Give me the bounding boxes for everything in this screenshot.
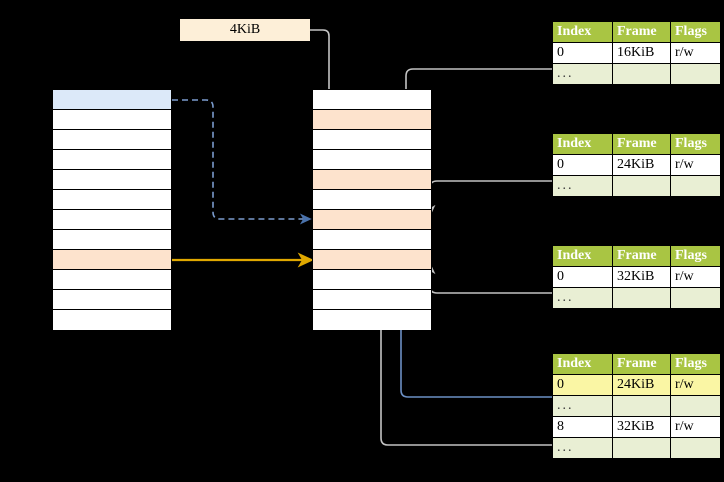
cell-flags [670, 63, 721, 85]
physical-memory-column-row-11 [313, 310, 431, 330]
virtual-address-space-column-row-9 [53, 270, 171, 290]
cell-flags: r/w [670, 42, 721, 64]
physical-memory-column [312, 89, 432, 330]
label-4kib: 4KiB [180, 19, 310, 41]
virtual-address-space-column-row-4 [53, 170, 171, 190]
cell-frame: 24KiB [612, 154, 671, 176]
column-header-index: Index [552, 133, 613, 155]
column-header-flags: Flags [670, 245, 721, 267]
cell-frame: 24KiB [612, 374, 671, 396]
wire-page-table-3-to-physical [424, 262, 552, 294]
virtual-address-space-column-row-5 [53, 190, 171, 210]
cell-frame [612, 437, 671, 459]
column-header-frame: Frame [612, 245, 671, 267]
virtual-address-space-column-row-10 [53, 290, 171, 310]
column-header-index: Index [552, 245, 613, 267]
cell-index: ... [552, 287, 613, 309]
virtual-address-space-column-row-6 [53, 210, 171, 230]
physical-memory-column-row-8 [313, 250, 431, 270]
physical-memory-column-row-4 [313, 170, 431, 190]
cell-index: ... [552, 395, 613, 417]
table-row-ellipsis: ... [552, 63, 721, 85]
column-header-index: Index [552, 21, 613, 43]
physical-memory-column-row-2 [313, 130, 431, 150]
column-header-flags: Flags [670, 133, 721, 155]
cell-index: ... [552, 437, 613, 459]
column-header-frame: Frame [612, 21, 671, 43]
cell-index: ... [552, 63, 613, 85]
physical-memory-column-row-7 [313, 230, 431, 250]
cell-frame [612, 63, 671, 85]
cell-index: ... [552, 175, 613, 197]
column-header-index: Index [552, 353, 613, 375]
virtual-address-space-column-row-1 [53, 110, 171, 130]
cell-frame: 16KiB [612, 42, 671, 64]
virtual-address-space-column-row-8 [53, 250, 171, 270]
table-row-ellipsis: ... [552, 287, 721, 309]
wire-dashed-blue-virtual-to-physical [172, 99, 312, 225]
physical-memory-column-row-0 [313, 90, 431, 110]
wire-page-table-2-to-physical [424, 180, 552, 217]
column-header-flags: Flags [670, 353, 721, 375]
cell-flags: r/w [670, 374, 721, 396]
virtual-address-space-column-row-2 [53, 130, 171, 150]
column-header-frame: Frame [612, 353, 671, 375]
column-header-frame: Frame [612, 133, 671, 155]
physical-memory-column-row-10 [313, 290, 431, 310]
cell-index: 0 [552, 266, 613, 288]
cell-flags [670, 287, 721, 309]
cell-flags [670, 395, 721, 417]
virtual-address-space-column-row-3 [53, 150, 171, 170]
cell-index: 0 [552, 42, 613, 64]
cell-frame: 32KiB [612, 266, 671, 288]
cell-flags [670, 175, 721, 197]
virtual-address-space-column-row-7 [53, 230, 171, 250]
virtual-address-space-column-row-0 [53, 90, 171, 110]
cell-frame [612, 175, 671, 197]
table-row-ellipsis: ... [552, 175, 721, 197]
physical-memory-column-row-9 [313, 270, 431, 290]
cell-frame [612, 395, 671, 417]
physical-memory-column-row-3 [313, 150, 431, 170]
cell-index: 0 [552, 374, 613, 396]
physical-memory-column-row-1 [313, 110, 431, 130]
table-row-ellipsis: ... [552, 437, 721, 459]
cell-frame [612, 287, 671, 309]
cell-index: 8 [552, 416, 613, 438]
virtual-address-space-column-row-11 [53, 310, 171, 330]
cell-flags: r/w [670, 154, 721, 176]
column-header-flags: Flags [670, 21, 721, 43]
cell-flags [670, 437, 721, 459]
table-row-ellipsis: ... [552, 395, 721, 417]
virtual-address-space-column [52, 89, 172, 330]
physical-memory-column-row-5 [313, 190, 431, 210]
physical-memory-column-row-6 [313, 210, 431, 230]
cell-flags: r/w [670, 416, 721, 438]
cell-frame: 32KiB [612, 416, 671, 438]
cell-flags: r/w [670, 266, 721, 288]
cell-index: 0 [552, 154, 613, 176]
